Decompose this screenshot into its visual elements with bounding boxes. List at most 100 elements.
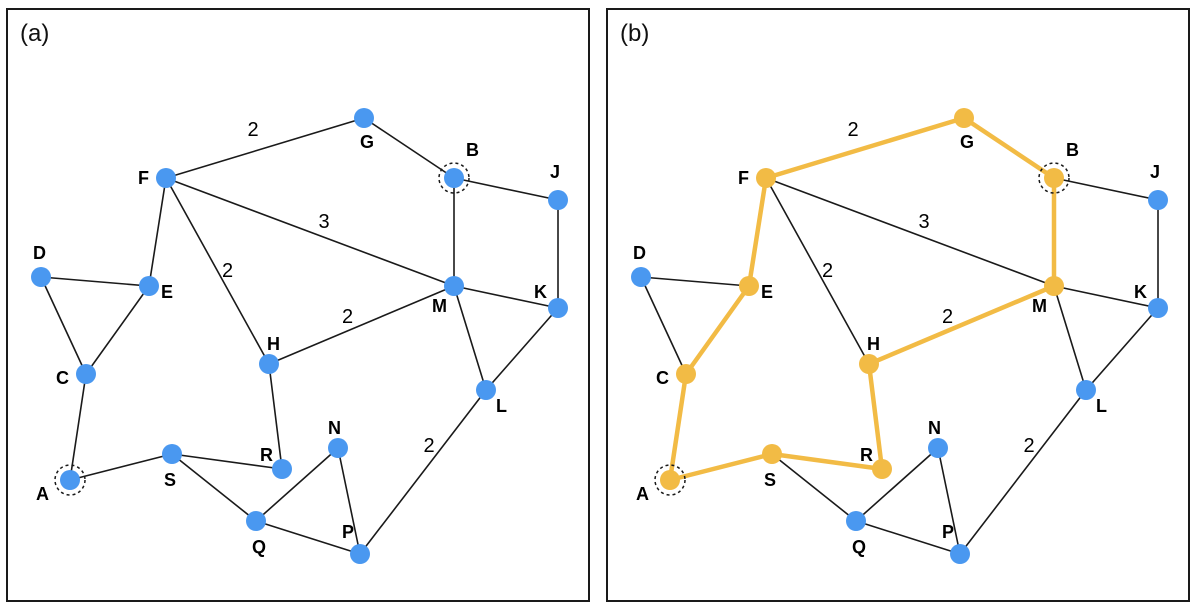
a-edge-f-h — [165, 177, 270, 365]
a-edge-n-p — [337, 447, 361, 555]
b-node-j — [1148, 190, 1168, 210]
a-node-a — [60, 470, 80, 490]
a-node-l — [476, 380, 496, 400]
b-weight-f-g: 2 — [847, 119, 858, 141]
b-edge-a-s — [667, 451, 775, 483]
a-edge-h-m — [268, 285, 455, 365]
a-edge-k-l — [485, 307, 559, 391]
b-weight-f-m: 3 — [918, 211, 929, 233]
b-node-label-p: P — [942, 522, 954, 542]
a-edge-m-k — [453, 285, 559, 309]
b-node-e — [739, 276, 759, 296]
b-node-label-c: C — [656, 368, 669, 388]
b-node-label-d: D — [633, 243, 646, 263]
a-edge-s-r — [171, 453, 283, 470]
b-node-label-m: M — [1032, 296, 1047, 316]
a-node-label-s: S — [164, 470, 176, 490]
a-node-label-l: L — [496, 396, 507, 416]
b-edge-s-q — [771, 453, 857, 522]
b-node-g — [954, 108, 974, 128]
b-node-p — [950, 544, 970, 564]
b-edge-h-r — [866, 361, 885, 472]
b-edge-g-b — [961, 115, 1057, 181]
b-node-l — [1076, 380, 1096, 400]
a-node-label-f: F — [138, 168, 149, 188]
a-weight-l-p: 2 — [423, 435, 434, 457]
b-edge-f-e — [746, 175, 769, 289]
a-node-c — [76, 364, 96, 384]
a-weight-h-m: 2 — [342, 306, 353, 328]
b-node-label-b: B — [1066, 140, 1079, 160]
b-node-h — [859, 354, 879, 374]
b-edge-s-r — [769, 451, 885, 472]
b-node-label-j: J — [1150, 162, 1160, 182]
b-node-b — [1044, 168, 1064, 188]
b-edge-q-n — [855, 447, 939, 522]
b-edge-n-p — [937, 447, 961, 555]
a-node-label-c: C — [56, 368, 69, 388]
a-node-label-a: A — [36, 484, 49, 504]
b-highlighted-edges — [667, 115, 1057, 483]
b-node-c — [676, 364, 696, 384]
b-edge-h-m — [866, 283, 1057, 367]
b-node-d — [631, 267, 651, 287]
a-edge-q-n — [255, 447, 339, 522]
a-node-label-n: N — [328, 418, 341, 438]
b-node-label-r: R — [860, 445, 873, 465]
b-edge-l-p — [959, 389, 1087, 555]
a-edge-c-a — [69, 373, 87, 481]
b-weight-f-h: 2 — [822, 260, 833, 282]
b-edge-m-k — [1053, 285, 1159, 309]
b-weight-l-p: 2 — [1023, 435, 1034, 457]
a-node-label-e: E — [161, 282, 173, 302]
panel-b-tag: (b) — [620, 20, 650, 47]
a-weight-f-m: 3 — [318, 211, 329, 233]
a-edge-m-l — [453, 285, 487, 391]
b-edges — [640, 177, 1159, 555]
a-edge-g-b — [363, 117, 455, 179]
a-edge-l-p — [359, 389, 487, 555]
b-node-label-f: F — [738, 168, 749, 188]
a-node-k — [548, 298, 568, 318]
a-edge-q-p — [255, 520, 361, 555]
a-node-h — [259, 354, 279, 374]
b-node-label-q: Q — [852, 537, 866, 557]
a-node-label-j: J — [550, 162, 560, 182]
b-node-label-g: G — [960, 132, 974, 152]
b-node-n — [928, 438, 948, 458]
b-node-s — [762, 444, 782, 464]
a-node-label-g: G — [360, 132, 374, 152]
a-node-q — [246, 511, 266, 531]
b-node-label-e: E — [761, 282, 773, 302]
b-edge-d-e — [640, 276, 750, 287]
b-edge-f-g — [763, 115, 967, 181]
a-node-label-p: P — [342, 522, 354, 542]
b-edge-m-l — [1053, 285, 1087, 391]
b-node-label-k: K — [1134, 282, 1147, 302]
a-terminal-ring-a — [54, 464, 86, 496]
b-node-a — [660, 470, 680, 490]
a-node-label-d: D — [33, 243, 46, 263]
b-node-k — [1148, 298, 1168, 318]
a-edge-s-q — [171, 453, 257, 522]
a-node-label-q: Q — [252, 537, 266, 557]
a-node-p — [350, 544, 370, 564]
a-edge-b-j — [453, 177, 559, 201]
a-node-label-m: M — [432, 296, 447, 316]
b-weight-h-m: 2 — [942, 306, 953, 328]
a-node-j — [548, 190, 568, 210]
a-edge-f-m — [165, 177, 455, 287]
b-edge-c-a — [667, 371, 689, 483]
b-node-r — [872, 459, 892, 479]
b-node-f — [756, 168, 776, 188]
b-edge-b-j — [1053, 177, 1159, 201]
b-edge-q-p — [855, 520, 961, 555]
a-node-r — [272, 459, 292, 479]
a-node-m — [444, 276, 464, 296]
b-node-label-s: S — [764, 470, 776, 490]
